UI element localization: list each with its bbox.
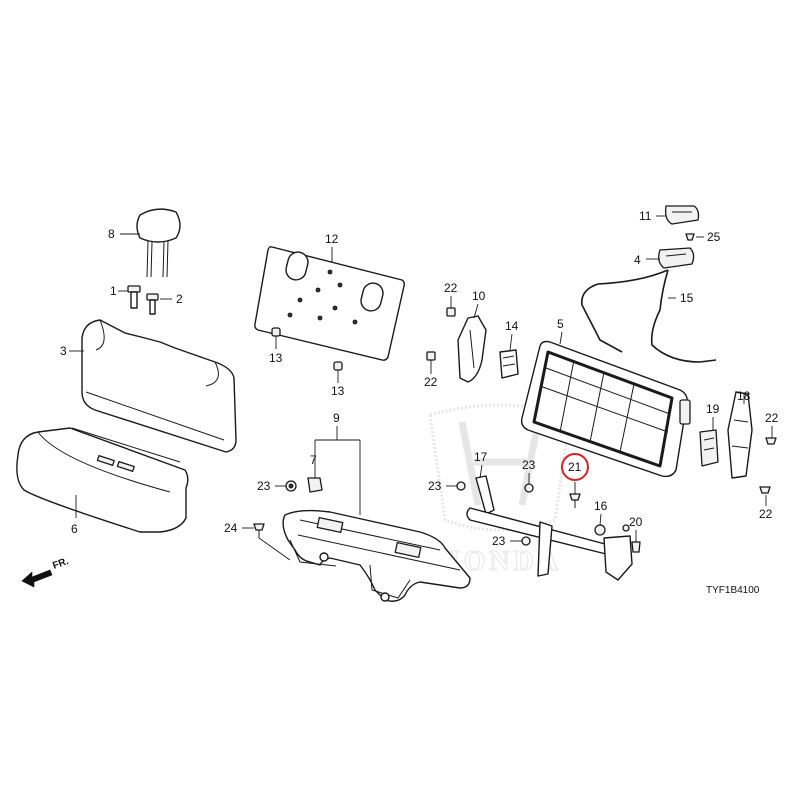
front-arrow-icon <box>21 569 53 588</box>
callout-2[interactable]: 2 <box>176 292 183 306</box>
callout-11[interactable]: 11 <box>639 209 652 223</box>
callout-22d[interactable]: 22 <box>759 507 773 521</box>
part-clip-13a[interactable] <box>271 327 281 337</box>
callout-12[interactable]: 12 <box>325 232 339 246</box>
callout-13a[interactable]: 13 <box>269 351 283 365</box>
callout-24[interactable]: 24 <box>224 521 238 535</box>
part-clip-13b[interactable] <box>333 361 343 371</box>
callout-25[interactable]: 25 <box>707 230 721 244</box>
callout-13b[interactable]: 13 <box>331 384 345 398</box>
part-bolt-22d[interactable] <box>759 486 771 494</box>
callout-8[interactable]: 8 <box>108 227 115 241</box>
callout-22c[interactable]: 22 <box>765 411 779 425</box>
callout-6[interactable]: 6 <box>71 522 78 536</box>
callout-22a[interactable]: 22 <box>444 281 458 295</box>
callout-23a[interactable]: 23 <box>257 479 271 493</box>
part-cover-10[interactable] <box>457 315 487 383</box>
part-release-handle-11[interactable] <box>664 205 700 225</box>
callout-21[interactable]: 21 <box>568 460 582 474</box>
callout-23b[interactable]: 23 <box>428 479 442 493</box>
part-headrest-guide-1[interactable] <box>127 285 141 309</box>
callout-labels: 1 2 3 4 5 6 7 8 9 10 11 12 13 13 14 15 1… <box>60 209 779 548</box>
part-latch-19[interactable] <box>699 429 719 467</box>
part-bracket-18[interactable] <box>727 391 753 479</box>
callout-3[interactable]: 3 <box>60 344 67 358</box>
part-bolt-22b[interactable] <box>426 351 436 361</box>
part-headrest-guide-2[interactable] <box>146 293 159 315</box>
callout-5[interactable]: 5 <box>557 317 564 331</box>
callout-15[interactable]: 15 <box>680 291 694 305</box>
part-bolt-22a[interactable] <box>446 307 456 317</box>
callout-20[interactable]: 20 <box>629 515 643 529</box>
callout-1[interactable]: 1 <box>110 284 117 298</box>
front-direction-label: FR. <box>51 556 70 572</box>
part-bolt-23d[interactable] <box>521 536 531 546</box>
part-bolt-23e[interactable] <box>622 524 630 532</box>
part-bolt-23a[interactable] <box>285 480 297 492</box>
part-headrest[interactable] <box>136 208 181 278</box>
part-bracket-14[interactable] <box>499 349 519 379</box>
part-bolt-21[interactable] <box>569 493 581 508</box>
part-nut-16[interactable] <box>594 524 606 536</box>
part-seatback-frame[interactable] <box>520 340 691 478</box>
part-bolt-23b[interactable] <box>456 481 466 491</box>
part-bolt-24[interactable] <box>253 523 265 538</box>
part-cable-15[interactable] <box>581 269 717 363</box>
callout-17[interactable]: 17 <box>474 450 488 464</box>
callout-19[interactable]: 19 <box>706 402 720 416</box>
callout-14[interactable]: 14 <box>505 319 519 333</box>
part-hinge-17[interactable] <box>466 475 633 581</box>
callout-18[interactable]: 18 <box>737 389 751 403</box>
part-bolt-22c[interactable] <box>765 437 777 445</box>
leader-lines <box>69 215 773 561</box>
diagram-reference-code: TYF1B4100 <box>706 585 760 596</box>
callout-23d[interactable]: 23 <box>492 534 506 548</box>
part-bolt-20[interactable] <box>631 541 641 553</box>
callout-4[interactable]: 4 <box>634 253 641 267</box>
part-seat-cushion[interactable] <box>16 427 189 533</box>
front-direction-indicator: FR. <box>21 556 70 588</box>
callout-23c[interactable]: 23 <box>522 458 536 472</box>
part-clip-7[interactable] <box>307 477 323 493</box>
part-bezel-4[interactable] <box>658 247 695 269</box>
part-bolt-25[interactable] <box>685 233 695 241</box>
callout-9[interactable]: 9 <box>333 411 340 425</box>
callout-22b[interactable]: 22 <box>424 375 438 389</box>
highlight-ring <box>561 453 589 481</box>
callout-7[interactable]: 7 <box>310 453 317 467</box>
part-seat-cushion-frame[interactable] <box>282 509 471 602</box>
callout-10[interactable]: 10 <box>472 289 486 303</box>
part-back-board[interactable] <box>254 246 405 361</box>
part-bolt-23c[interactable] <box>524 483 534 493</box>
callout-16[interactable]: 16 <box>594 499 608 513</box>
part-seatback-cover[interactable] <box>81 319 237 453</box>
